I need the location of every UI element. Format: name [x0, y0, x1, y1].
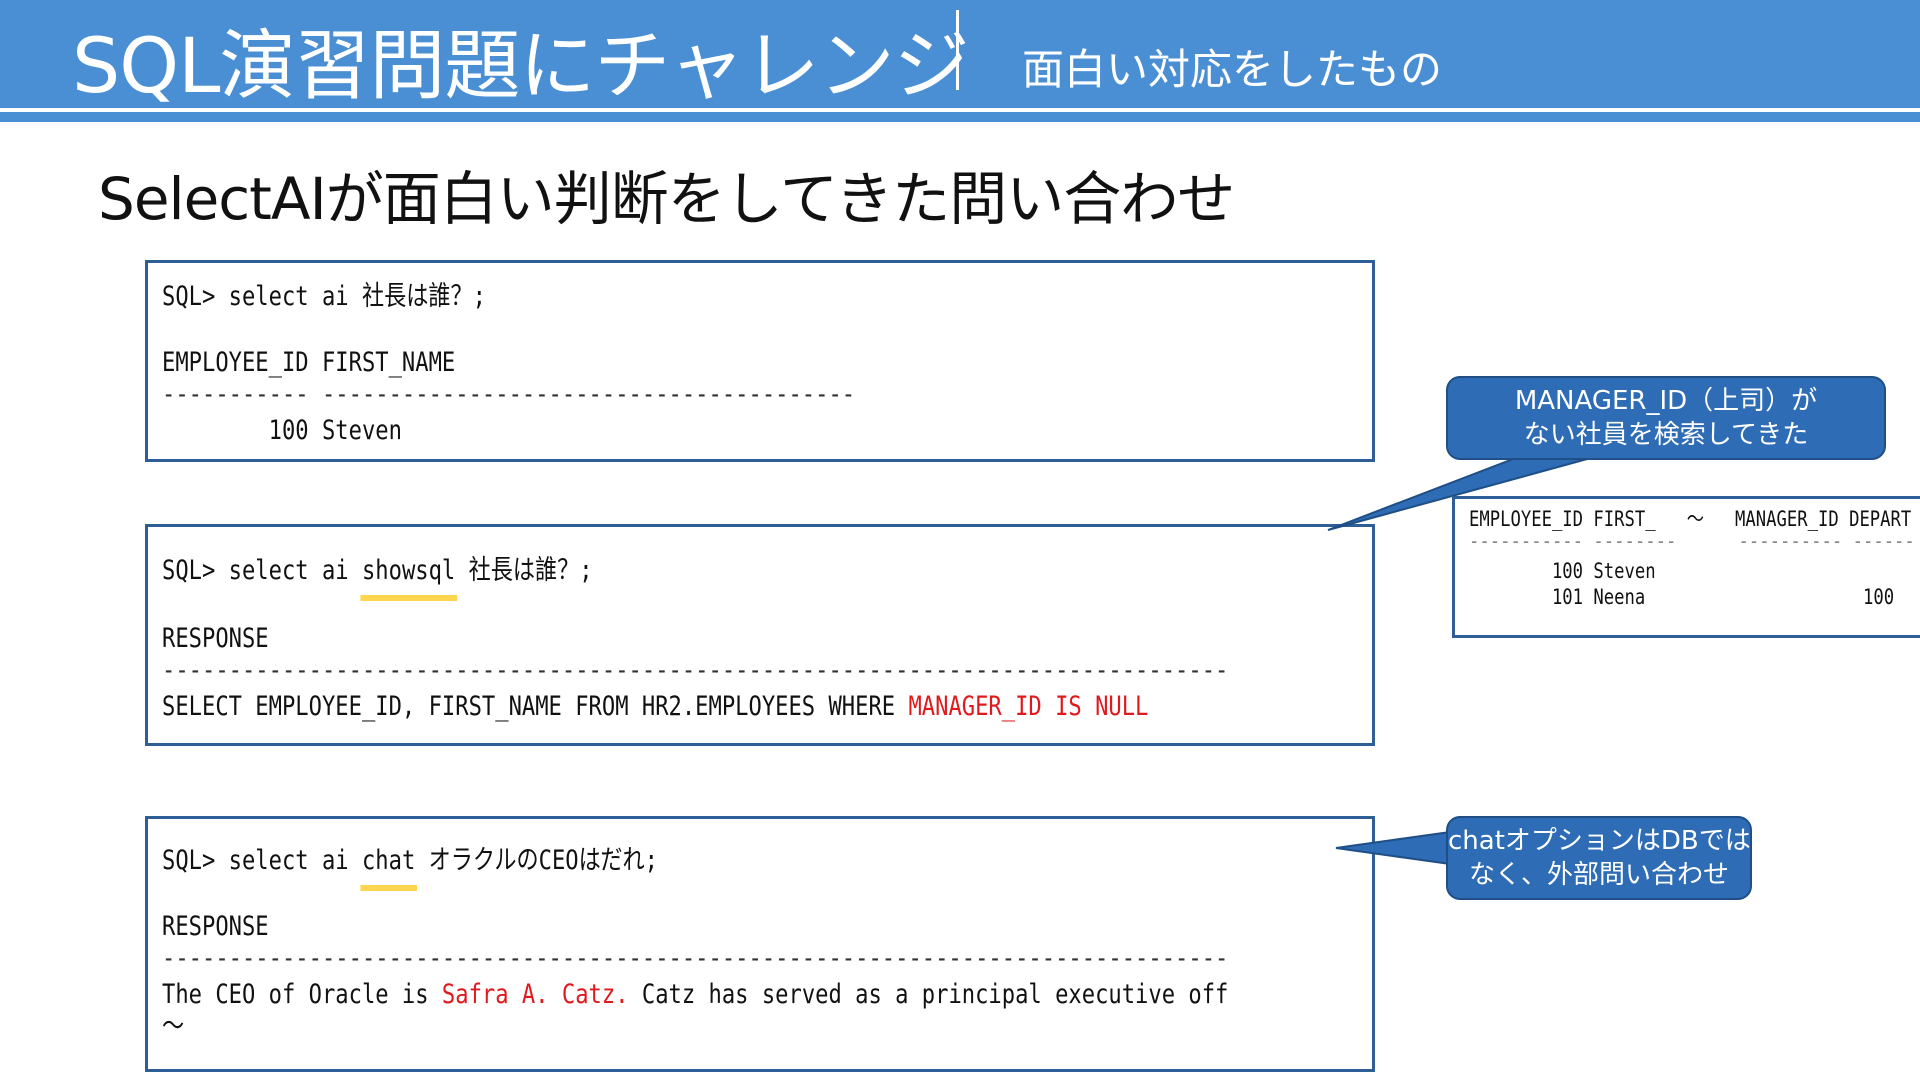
result-snippet-row-2: 101 Neena 100 — [1469, 585, 1895, 609]
sql-box-1: SQL> select ai 社長は誰？; EMPLOYEE_ID FIRST_… — [145, 260, 1375, 462]
box2-generated-sql: SELECT EMPLOYEE_ID, FIRST_NAME FROM HR2.… — [162, 691, 1148, 723]
box1-prompt: SQL> select ai 社長は誰？; — [162, 281, 486, 312]
box3-answer: The CEO of Oracle is Safra A. Catz. Catz… — [162, 979, 1228, 1011]
box2-prompt-post: 社長は誰？; — [455, 555, 593, 586]
box2-sql-text: SELECT EMPLOYEE_ID, FIRST_NAME FROM HR2.… — [162, 691, 909, 722]
box1-result-row: 100 Steven — [162, 415, 402, 446]
result-snippet-box: EMPLOYEE_ID FIRST_ ～ MANAGER_ID DEPART -… — [1452, 496, 1920, 638]
box3-answer-post: Catz has served as a principal executive… — [628, 979, 1229, 1010]
page-heading: SelectAIが面白い判断をしてきた問い合わせ — [98, 165, 1235, 233]
box3-prompt: SQL> select ai chat オラクルのCEOはだれ; — [162, 845, 658, 891]
header-bar: SQL演習問題にチャレンジ 面白い対応をしたもの — [0, 0, 1920, 110]
box2-response-label: RESPONSE — [162, 623, 269, 654]
box3-answer-highlight: Safra A. Catz. — [441, 979, 629, 1010]
box3-keyword-chat: chat — [360, 845, 417, 891]
box2-sql-highlight: MANAGER_ID IS NULL — [908, 691, 1149, 722]
sql-box-2: SQL> select ai showsql 社長は誰？; RESPONSE -… — [145, 524, 1375, 746]
header-gap — [0, 108, 1920, 112]
callout1-line1: MANAGER_ID（上司）が — [1514, 386, 1818, 416]
box2-prompt: SQL> select ai showsql 社長は誰？; — [162, 555, 593, 601]
box2-separator: ----------------------------------------… — [162, 655, 1229, 686]
callout1-line2: ない社員を検索してきた — [1523, 420, 1809, 450]
box3-separator: ----------------------------------------… — [162, 943, 1229, 974]
result-snippet-header: EMPLOYEE_ID FIRST_ ～ MANAGER_ID DEPART — [1469, 507, 1912, 531]
header-rule — [0, 112, 1920, 122]
callout2-line1: chatオプションはDBでは — [1448, 826, 1751, 856]
box2-keyword-showsql: showsql — [360, 555, 457, 601]
box3-prompt-post: オラクルのCEOはだれ; — [415, 845, 658, 876]
box3-prompt-pre: SQL> select ai — [162, 845, 362, 876]
callout2-line2: なく、外部問い合わせ — [1468, 860, 1729, 890]
box3-answer-pre: The CEO of Oracle is — [162, 979, 442, 1010]
box2-prompt-pre: SQL> select ai — [162, 555, 362, 586]
header-title: SQL演習問題にチャレンジ — [72, 21, 970, 110]
box1-column-headers: EMPLOYEE_ID FIRST_NAME — [162, 347, 456, 378]
sql-box-3: SQL> select ai chat オラクルのCEOはだれ; RESPONS… — [145, 816, 1375, 1072]
result-snippet-separator: ----------- -------- ---------- ------ — [1469, 529, 1915, 553]
box3-continuation: ～ — [162, 1011, 185, 1042]
box3-response-label: RESPONSE — [162, 911, 269, 942]
header-subtitle: 面白い対応をしたもの — [1022, 45, 1443, 94]
callout-chat-option: chatオプションはDBでは なく、外部問い合わせ — [1446, 816, 1752, 900]
box1-separator: ----------- ----------------------------… — [162, 379, 856, 410]
callout-manager-id: MANAGER_ID（上司）が ない社員を検索してきた — [1446, 376, 1886, 460]
header-divider — [956, 10, 959, 90]
result-snippet-row-1: 100 Steven — [1469, 559, 1656, 583]
